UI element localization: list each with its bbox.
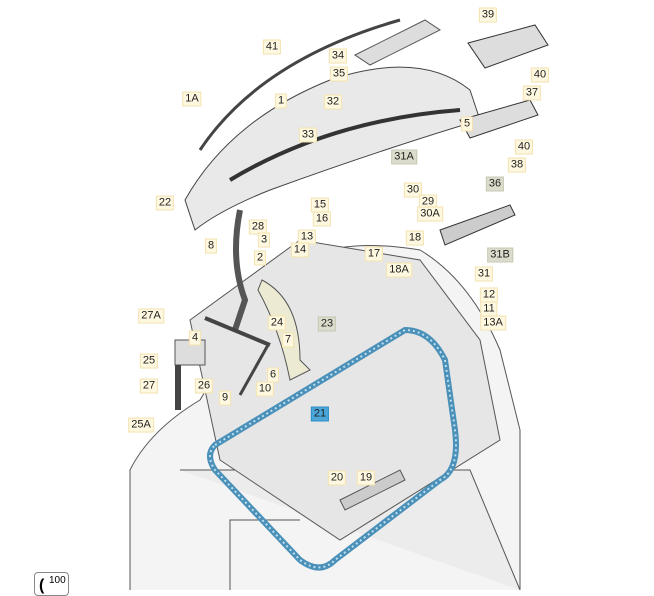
part-callout-26[interactable]: 26 [194,378,214,394]
part-callout-6[interactable]: 6 [266,367,280,383]
part-callout-7[interactable]: 7 [281,332,295,348]
part-callout-9[interactable]: 9 [218,390,232,406]
part-callout-31b[interactable]: 31B [487,247,513,263]
part-callout-30a[interactable]: 30A [417,206,443,222]
part-callout-5[interactable]: 5 [460,116,474,132]
part-callout-13a[interactable]: 13A [480,315,506,331]
part-callout-32[interactable]: 32 [323,94,343,110]
part-callout-18a[interactable]: 18A [386,262,412,278]
part-callout-16[interactable]: 16 [312,211,332,227]
boot-lid [184,66,481,231]
part-callout-8[interactable]: 8 [204,238,218,254]
part-callout-31[interactable]: 31 [474,266,494,282]
trunk-floor [189,239,501,541]
part-callout-41[interactable]: 41 [262,39,282,55]
zoom-badge[interactable]: ( 100 [34,572,69,596]
part-callout-23[interactable]: 23 [317,316,337,332]
phone-icon: ( [39,577,45,594]
part-callout-11[interactable]: 11 [480,301,498,317]
part-callout-30[interactable]: 30 [403,182,423,198]
part-callout-1[interactable]: 1 [274,93,288,109]
part-callout-25[interactable]: 25 [139,353,159,369]
part-callout-19[interactable]: 19 [356,470,376,486]
part-callout-25a[interactable]: 25A [128,417,154,433]
part-callout-3[interactable]: 3 [257,232,271,248]
part-callout-1a[interactable]: 1A [182,91,202,107]
part-callout-33[interactable]: 33 [298,127,318,143]
part-callout-38[interactable]: 38 [507,157,527,173]
part-callout-37[interactable]: 37 [522,85,542,101]
part-callout-4[interactable]: 4 [188,330,202,346]
part-callout-14[interactable]: 14 [290,242,310,258]
part-callout-29[interactable]: 29 [418,194,438,210]
part-callout-39[interactable]: 39 [478,7,498,23]
part-callout-27a[interactable]: 27A [138,308,164,324]
part-callout-18[interactable]: 18 [405,230,425,246]
part-callout-2[interactable]: 2 [253,250,267,266]
part-callout-40[interactable]: 40 [530,67,550,83]
part-callout-17[interactable]: 17 [364,246,384,262]
badge-value: 100 [49,575,66,586]
part-callout-22[interactable]: 22 [155,195,175,211]
part-callout-15[interactable]: 15 [310,197,330,213]
part-callout-34[interactable]: 34 [328,48,348,64]
part-callout-40[interactable]: 40 [514,139,534,155]
part-callout-35[interactable]: 35 [329,66,349,82]
part-callout-10[interactable]: 10 [255,381,275,397]
part-callout-20[interactable]: 20 [327,470,347,486]
part-callout-12[interactable]: 12 [479,287,499,303]
part-callout-31a[interactable]: 31A [391,149,417,165]
part-callout-27[interactable]: 27 [139,378,159,394]
part-callout-24[interactable]: 24 [267,315,287,331]
part-callout-36[interactable]: 36 [485,176,505,192]
part-callout-21[interactable]: 21 [310,406,330,422]
